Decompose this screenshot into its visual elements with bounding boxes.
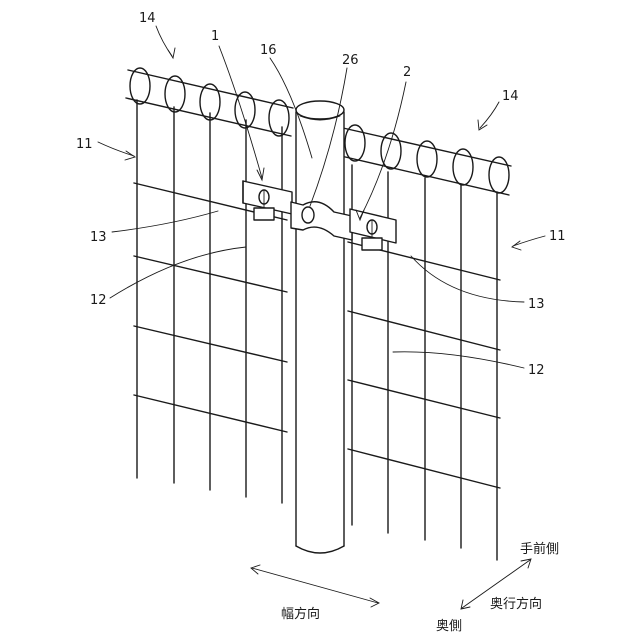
label-bracket-left: 1 (211, 29, 219, 44)
label-depth-direction: 奥行方向 (490, 596, 542, 612)
direction-arrows (251, 559, 531, 609)
label-front-side: 手前側 (520, 541, 559, 557)
label-back-side: 奥側 (436, 619, 462, 634)
right-top-rail (341, 125, 511, 195)
label-bracket-hole: 26 (342, 53, 359, 68)
label-post-cap: 16 (260, 43, 277, 58)
left-mesh-panel (134, 100, 287, 503)
label-panel-right: 11 (549, 229, 566, 244)
label-bracket-right: 2 (403, 65, 411, 80)
label-horizontal-wire-right: 13 (528, 297, 545, 312)
label-top-rail-left: 14 (139, 11, 156, 26)
label-top-rail-right: 14 (502, 89, 519, 104)
label-vertical-wire-left: 12 (90, 293, 107, 308)
label-width-direction: 幅方向 (281, 606, 320, 622)
fence-post (296, 101, 344, 553)
label-vertical-wire-right: 12 (528, 363, 545, 378)
label-panel-left: 11 (76, 137, 93, 152)
label-horizontal-wire-left: 13 (90, 230, 107, 245)
